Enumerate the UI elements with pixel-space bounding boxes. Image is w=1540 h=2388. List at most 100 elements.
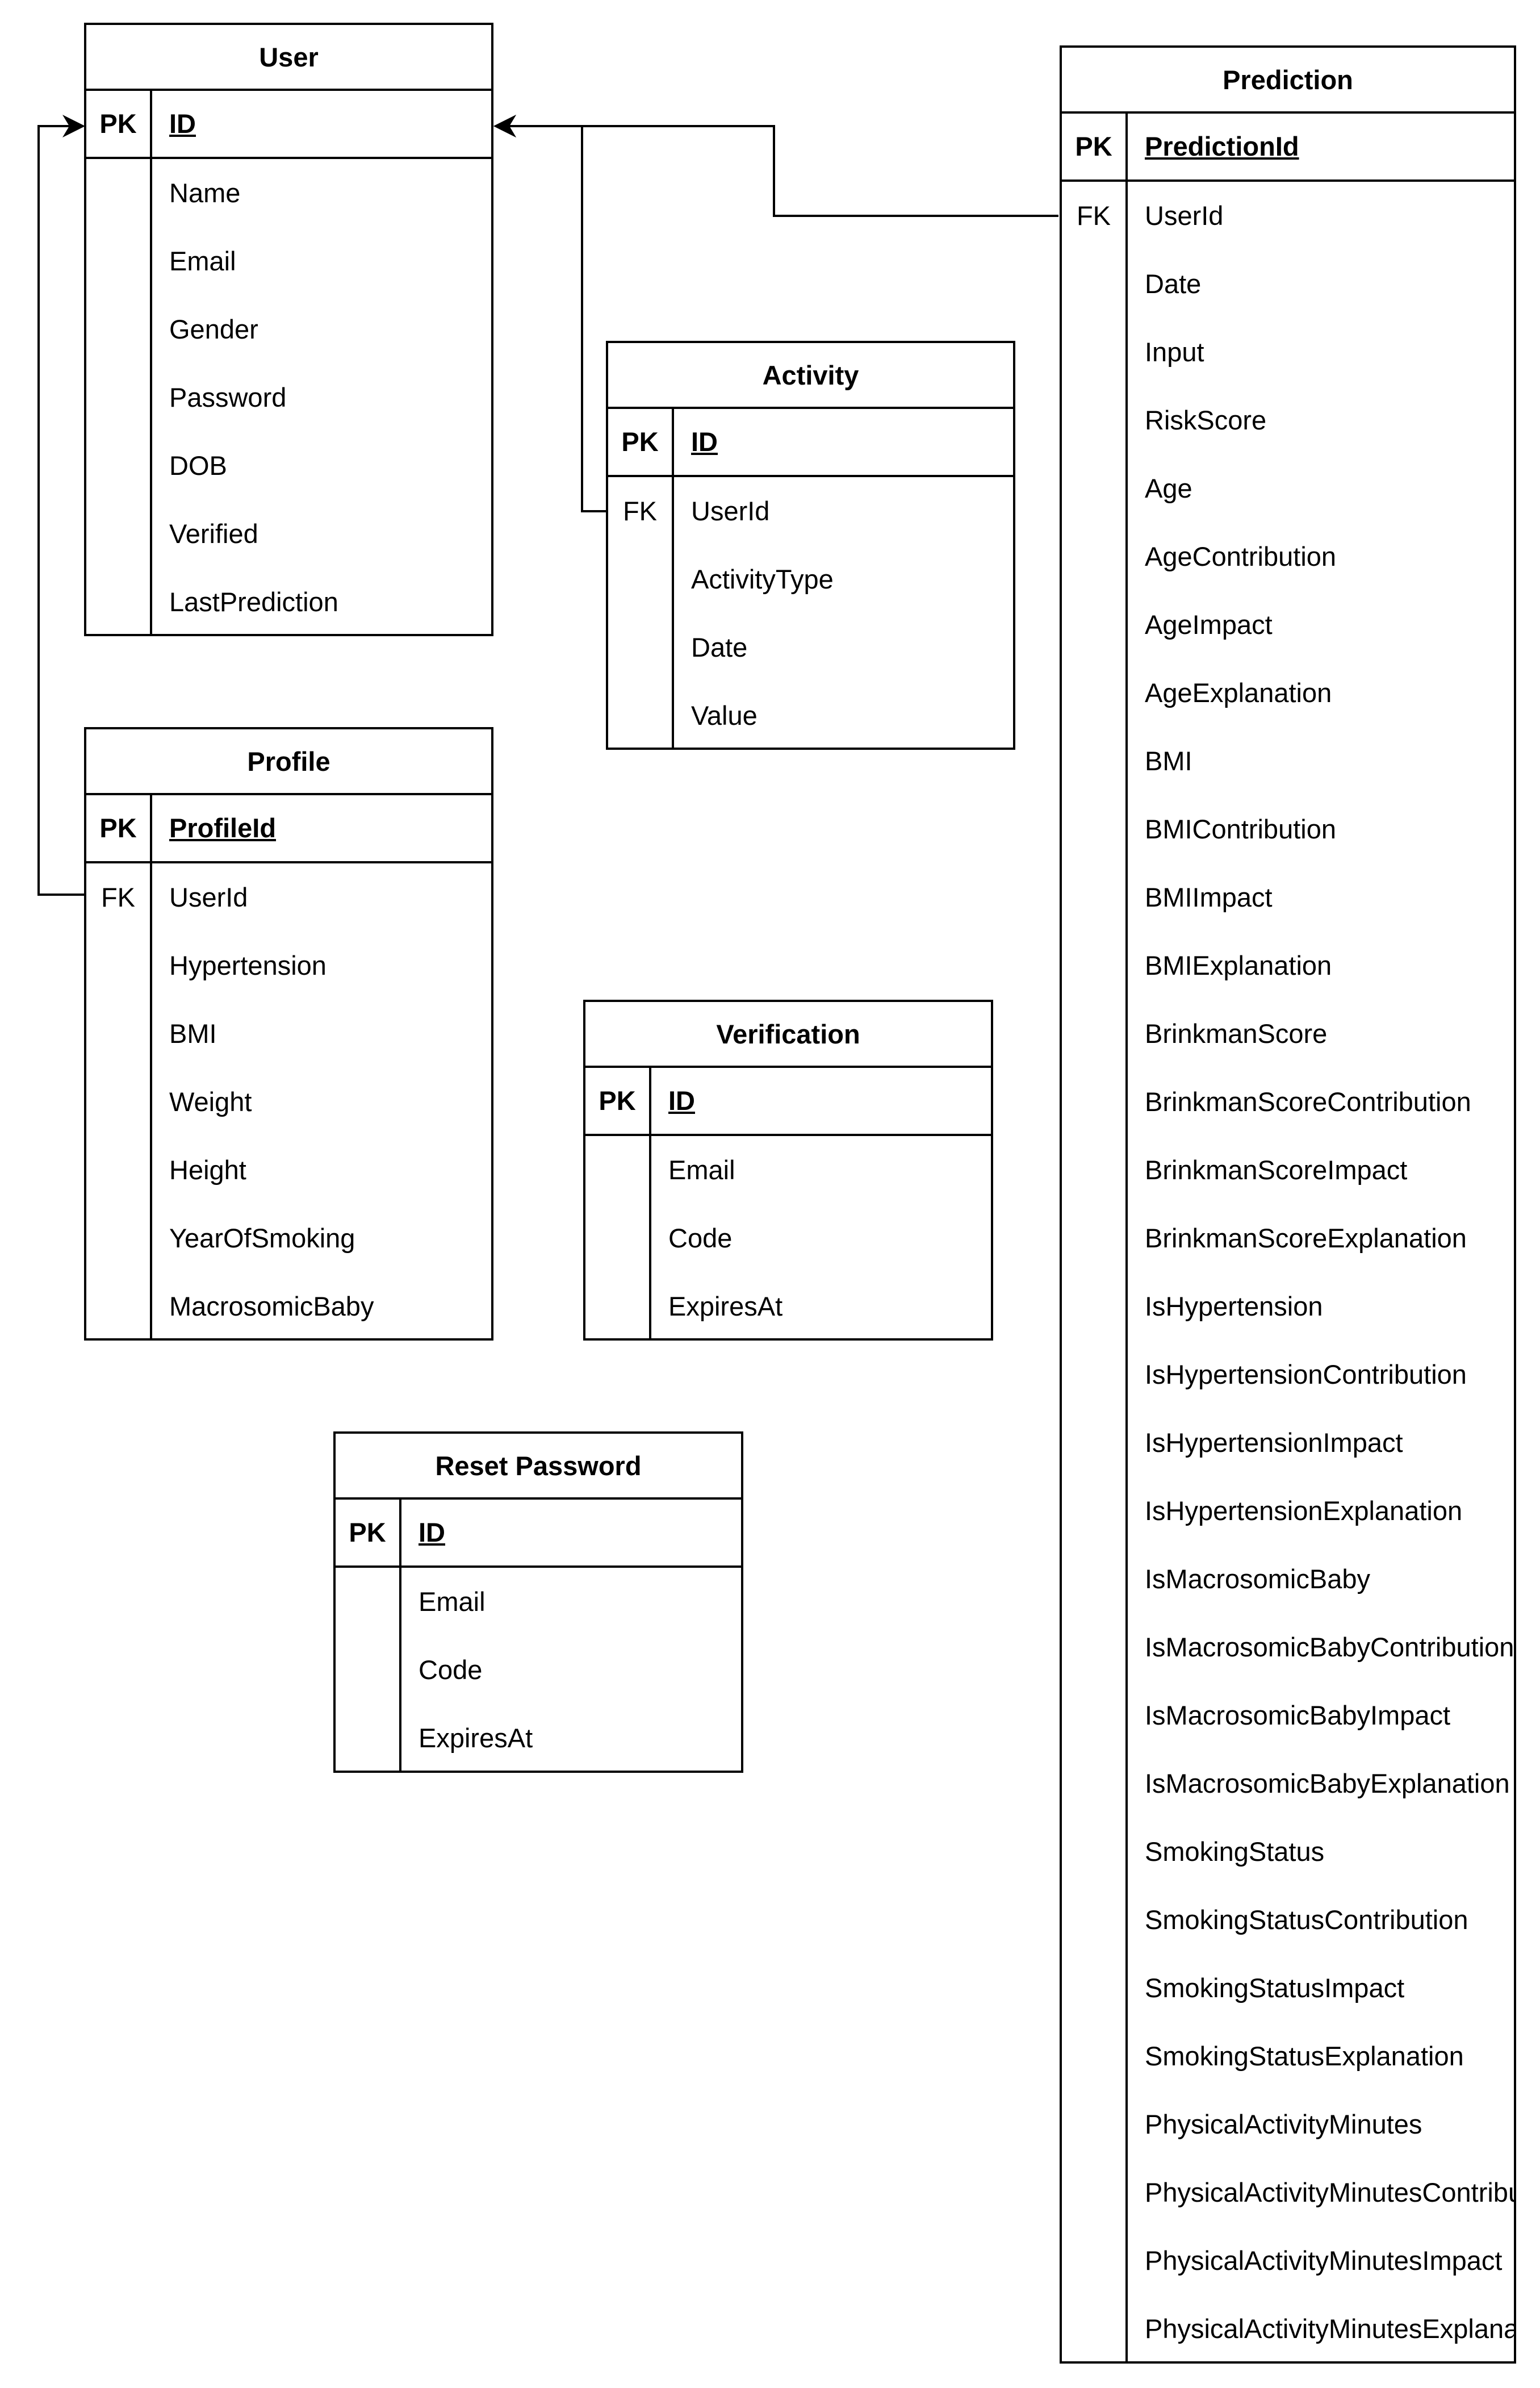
- primary-key-row[interactable]: PK ID: [336, 1500, 741, 1568]
- fk-label: FK: [101, 882, 136, 912]
- field-row: PhysicalActivityMinutesExplanation: [1145, 2314, 1514, 2344]
- field-row: Weight: [169, 1087, 252, 1117]
- pk-label: PK: [99, 108, 137, 139]
- field-row: PhysicalActivityMinutes: [1145, 2109, 1422, 2139]
- field-row: Input: [1145, 337, 1204, 367]
- pk-label: PK: [621, 427, 659, 457]
- key-column: PK: [86, 795, 152, 861]
- field-row: Gender: [169, 314, 258, 344]
- entity-user[interactable]: User PK ID Name Email Gender Password DO…: [84, 23, 493, 636]
- field-row: Hypertension: [169, 950, 327, 980]
- field-row: DOB: [169, 450, 227, 481]
- field-row: PhysicalActivityMinutesContribution: [1145, 2177, 1514, 2207]
- field-row: YearOfSmoking: [169, 1223, 355, 1253]
- field-row: Verified: [169, 519, 258, 549]
- field-row: Code: [668, 1223, 733, 1253]
- field-row: Name: [169, 178, 241, 208]
- field-row: IsMacrosomicBabyImpact: [1145, 1700, 1451, 1730]
- field-row: ActivityType: [691, 564, 834, 594]
- entity-title: User: [86, 25, 491, 91]
- field-list: FK UserId Date Input RiskScore Age AgeCo…: [1062, 182, 1514, 2361]
- pk-label: PK: [1075, 131, 1112, 161]
- key-column: [86, 159, 152, 634]
- field-row: SmokingStatus: [1145, 1836, 1325, 1867]
- entity-verification[interactable]: Verification PK ID Email Code ExpiresAt: [583, 1000, 993, 1341]
- pk-field: ID: [169, 108, 196, 139]
- key-column: FK: [86, 863, 152, 1338]
- field-row: PhysicalActivityMinutesImpact: [1145, 2245, 1503, 2276]
- field-row: UserId: [1145, 201, 1224, 231]
- field-row: MacrosomicBaby: [169, 1291, 374, 1321]
- field-list: FK UserId ActivityType Date Value: [608, 477, 1013, 748]
- key-column: PK: [86, 91, 152, 157]
- field-row: AgeContribution: [1145, 541, 1337, 571]
- field-row: Password: [169, 382, 287, 412]
- field-row: BMI: [1145, 746, 1192, 776]
- entity-title: Profile: [86, 729, 491, 795]
- activity-user-connector: [493, 115, 607, 512]
- field-row: RiskScore: [1145, 405, 1267, 435]
- primary-key-row[interactable]: PK PredictionId: [1062, 114, 1514, 182]
- entity-activity[interactable]: Activity PK ID FK UserId ActivityType Da…: [606, 341, 1015, 750]
- field-row: Value: [691, 700, 758, 730]
- entity-prediction[interactable]: Prediction PK PredictionId FK UserId Dat…: [1060, 45, 1516, 2364]
- field-row: Email: [169, 246, 236, 276]
- field-row: IsHypertensionContribution: [1145, 1359, 1467, 1389]
- field-row: AgeImpact: [1145, 609, 1273, 640]
- entity-profile[interactable]: Profile PK ProfileId FK UserId Hypertens…: [84, 727, 493, 1341]
- pk-field: PredictionId: [1145, 131, 1299, 161]
- entity-title: Prediction: [1062, 48, 1514, 114]
- field-list: Name Email Gender Password DOB Verified …: [86, 159, 491, 634]
- field-row: BMI: [169, 1018, 217, 1049]
- field-row: Code: [419, 1655, 483, 1685]
- entity-title: Activity: [608, 343, 1013, 409]
- key-column: FK: [1062, 182, 1128, 2361]
- key-column: PK: [336, 1500, 401, 1565]
- field-row: BrinkmanScoreContribution: [1145, 1087, 1471, 1117]
- field-row: IsMacrosomicBabyContribution: [1145, 1632, 1514, 1662]
- profile-user-connector: [37, 115, 85, 896]
- field-row: Age: [1145, 473, 1192, 503]
- field-row: BMIExplanation: [1145, 950, 1332, 980]
- primary-key-row[interactable]: PK ProfileId: [86, 795, 491, 863]
- pk-label: PK: [99, 813, 137, 843]
- field-row: Date: [1145, 269, 1202, 299]
- field-row: SmokingStatusContribution: [1145, 1905, 1468, 1935]
- primary-key-row[interactable]: PK ID: [585, 1068, 991, 1136]
- field-row: LastPrediction: [169, 587, 338, 617]
- key-column: PK: [608, 409, 674, 475]
- primary-key-row[interactable]: PK ID: [608, 409, 1013, 477]
- key-column: FK: [608, 477, 674, 748]
- entity-reset-password[interactable]: Reset Password PK ID Email Code ExpiresA…: [333, 1431, 743, 1773]
- field-row: AgeExplanation: [1145, 678, 1332, 708]
- field-row: BrinkmanScore: [1145, 1018, 1328, 1049]
- field-row: Email: [419, 1587, 486, 1617]
- primary-key-row[interactable]: PK ID: [86, 91, 491, 159]
- pk-label: PK: [599, 1086, 636, 1116]
- field-list: FK UserId Hypertension BMI Weight Height…: [86, 863, 491, 1338]
- pk-field: ID: [691, 427, 718, 457]
- key-column: [336, 1568, 401, 1771]
- key-column: PK: [585, 1068, 651, 1134]
- entity-title: Reset Password: [336, 1434, 741, 1500]
- field-row: IsMacrosomicBabyExplanation: [1145, 1768, 1510, 1798]
- fk-label: FK: [622, 496, 658, 526]
- field-row: BMIContribution: [1145, 814, 1336, 844]
- key-column: [585, 1136, 651, 1338]
- field-list: Email Code ExpiresAt: [336, 1568, 741, 1771]
- field-row: ExpiresAt: [419, 1723, 533, 1753]
- field-list: Email Code ExpiresAt: [585, 1136, 991, 1338]
- field-row: UserId: [169, 882, 248, 912]
- entity-title: Verification: [585, 1002, 991, 1068]
- field-row: Height: [169, 1155, 246, 1185]
- key-column: PK: [1062, 114, 1128, 179]
- prediction-user-connector: [493, 115, 1058, 217]
- pk-field: ProfileId: [169, 813, 277, 843]
- field-row: UserId: [691, 496, 770, 526]
- pk-field: ID: [419, 1517, 445, 1547]
- field-row: ExpiresAt: [668, 1291, 783, 1321]
- field-row: BrinkmanScoreImpact: [1145, 1155, 1408, 1185]
- field-row: IsHypertensionImpact: [1145, 1427, 1403, 1458]
